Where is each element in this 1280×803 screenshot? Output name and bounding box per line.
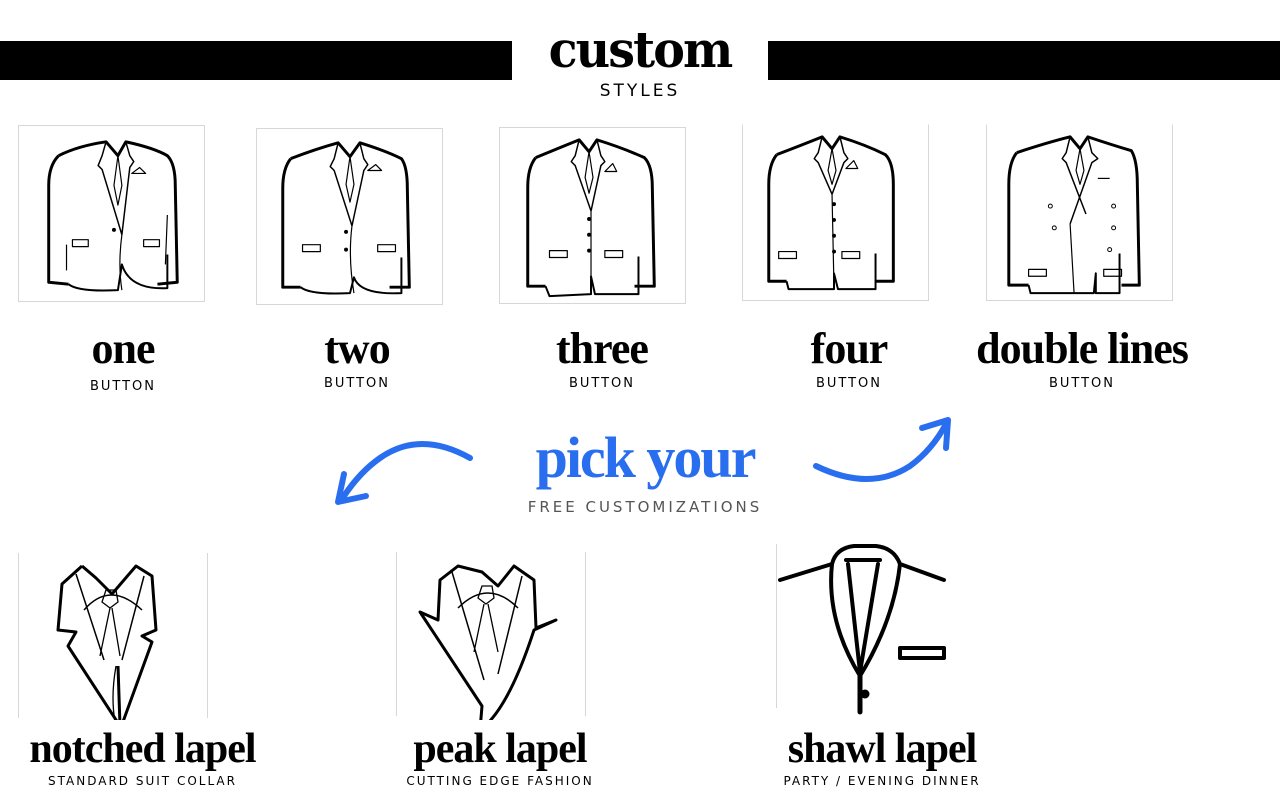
style-option-four[interactable] — [742, 124, 929, 301]
style-option-one[interactable] — [18, 125, 205, 302]
page-title: custom — [548, 20, 734, 79]
shawl-lapel-icon — [778, 544, 946, 715]
header-bar-left — [0, 41, 512, 80]
page-subtitle: STYLES — [599, 81, 681, 101]
lapel-sublabel-shawl: PARTY / EVENING DINNER — [783, 774, 981, 788]
frame-divider — [585, 552, 586, 716]
style-sublabel-four: BUTTON — [815, 376, 883, 391]
style-label-two: two — [324, 324, 390, 373]
lapel-option-notched[interactable] — [40, 550, 190, 732]
header-bar-right — [768, 41, 1280, 80]
notched-lapel-icon — [56, 564, 158, 732]
style-label-four: four — [810, 324, 889, 373]
style-option-three[interactable] — [499, 127, 686, 304]
pick-title: pick your — [535, 425, 757, 490]
style-label-one: one — [91, 324, 156, 373]
style-label-three: three — [556, 324, 649, 373]
arrow-right-icon — [813, 417, 951, 482]
style-sublabel-three: BUTTON — [568, 376, 636, 391]
pick-subtitle: FREE CUSTOMIZATIONS — [527, 498, 763, 516]
style-sublabel-double-lines: BUTTON — [1048, 376, 1116, 391]
lapel-option-peak[interactable] — [418, 550, 568, 732]
arrow-left-icon — [335, 441, 473, 505]
style-option-two[interactable] — [256, 128, 443, 305]
double-breasted-jacket-icon — [1007, 135, 1141, 295]
lapel-label-shawl: shawl lapel — [787, 726, 978, 772]
style-option-double-lines[interactable] — [986, 124, 1173, 301]
peak-lapel-icon — [418, 564, 558, 732]
one-button-jacket-icon — [47, 140, 179, 292]
lapel-label-peak: peak lapel — [413, 726, 587, 772]
two-button-jacket-icon — [281, 141, 411, 295]
style-sublabel-one: BUTTON — [89, 379, 157, 394]
lapel-sublabel-notched: STANDARD SUIT COLLAR — [48, 774, 237, 788]
frame-divider — [18, 553, 19, 718]
lapel-option-shawl[interactable] — [776, 540, 956, 720]
lapel-label-notched: notched lapel — [29, 726, 256, 772]
frame-divider — [396, 552, 397, 716]
frame-divider — [207, 553, 208, 718]
lapel-sublabel-peak: CUTTING EDGE FASHION — [406, 774, 594, 788]
four-button-jacket-icon — [767, 135, 895, 291]
three-button-jacket-icon — [526, 138, 656, 298]
frame-divider — [776, 544, 777, 708]
style-sublabel-two: BUTTON — [323, 376, 391, 391]
style-label-double-lines: double lines — [976, 324, 1189, 373]
